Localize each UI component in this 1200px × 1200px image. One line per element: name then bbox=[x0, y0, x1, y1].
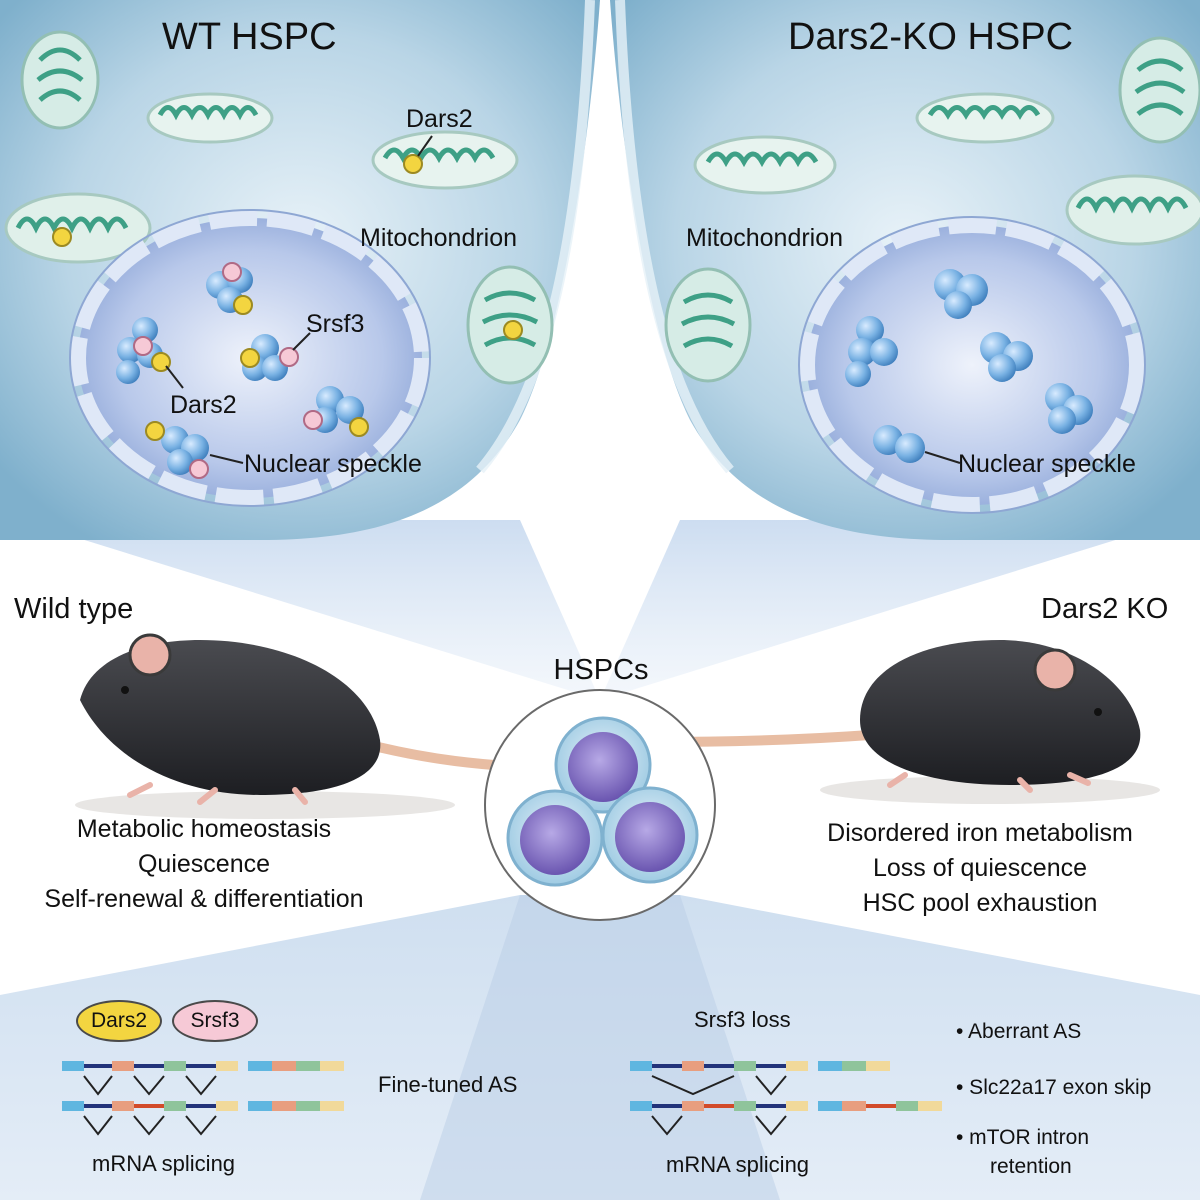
ko-hspc-panel bbox=[610, 0, 1200, 540]
consequence-item: • mTOR intron bbox=[956, 1126, 1089, 1149]
fine-tuned-as-label: Fine-tuned AS bbox=[378, 1072, 518, 1097]
mitochondrion-right-1 bbox=[1118, 36, 1200, 144]
ko-phenotype: Disordered iron metabolism bbox=[827, 819, 1133, 847]
srsf3-dots bbox=[133, 262, 323, 479]
mitochondrion-right-5 bbox=[664, 267, 752, 383]
dars2-ko-title: Dars2 KO bbox=[1041, 593, 1169, 625]
nuclear-speckle-label-ko: Nuclear speckle bbox=[958, 450, 1136, 478]
hspc-cells bbox=[484, 689, 716, 921]
mitochondrion-left-3 bbox=[371, 130, 519, 190]
mitochondrion-label-wt: Mitochondrion bbox=[360, 224, 518, 252]
dars2-dot bbox=[52, 227, 72, 247]
srsf3-loss-label: Srsf3 loss bbox=[694, 1007, 791, 1032]
mitochondrion-right-3 bbox=[693, 135, 837, 195]
zoom-beam-right bbox=[600, 520, 1180, 700]
bottom-beam bbox=[420, 895, 780, 1200]
srsf3-label: Srsf3 bbox=[306, 310, 365, 338]
dars2-legend-pill: Dars2 bbox=[76, 1000, 162, 1042]
wt-hspc-title: WT HSPC bbox=[162, 16, 337, 58]
mitochondrion-left-2 bbox=[146, 92, 274, 144]
mrna-splicing-label-ko: mRNA splicing bbox=[666, 1152, 810, 1177]
hspcs-title: HSPCs bbox=[553, 654, 649, 686]
consequence-item: • Aberrant AS bbox=[956, 1020, 1082, 1043]
ko-phenotype: Loss of quiescence bbox=[872, 854, 1088, 882]
splicing-diagram-wt bbox=[62, 1061, 344, 1136]
nuclear-speckle-cluster-ko bbox=[845, 269, 1093, 463]
mrna-splicing-label-wt: mRNA splicing bbox=[92, 1151, 236, 1176]
wild-type-mouse bbox=[75, 633, 545, 819]
splicing-diagram-ko bbox=[630, 1061, 942, 1136]
wt-hspc-panel bbox=[0, 0, 600, 540]
mitochondrion-label-ko: Mitochondrion bbox=[686, 224, 844, 252]
dars2-mito-label: Dars2 bbox=[406, 105, 473, 133]
dars2-nucleus-label: Dars2 bbox=[170, 391, 237, 419]
wt-phenotype: Self-renewal & differentiation bbox=[44, 885, 364, 913]
wt-phenotype: Metabolic homeostasis bbox=[76, 815, 332, 843]
wt-phenotypes: Metabolic homeostasis Quiescence Self-re… bbox=[44, 812, 363, 917]
srsf3-legend-pill: Srsf3 bbox=[172, 1000, 258, 1042]
wt-phenotype: Quiescence bbox=[137, 850, 271, 878]
dars2-ko-mouse bbox=[645, 640, 1160, 804]
dars2-dot bbox=[403, 154, 423, 174]
wild-type-title: Wild type bbox=[14, 593, 134, 625]
consequence-item-continuation: retention bbox=[990, 1155, 1072, 1178]
dars2-dot bbox=[503, 320, 523, 340]
zoom-beam-left bbox=[20, 520, 600, 700]
dars2-nuclear-dots bbox=[145, 295, 369, 441]
ko-consequences-list: • Aberrant AS • Slc22a17 exon skip • mTO… bbox=[956, 1017, 1151, 1181]
ko-phenotype: HSC pool exhaustion bbox=[862, 889, 1098, 917]
nuclear-speckle-label-wt: Nuclear speckle bbox=[244, 450, 422, 478]
mitochondrion-left-4 bbox=[4, 192, 152, 264]
consequence-item: • Slc22a17 exon skip bbox=[956, 1076, 1152, 1099]
mitochondrion-right-2 bbox=[915, 92, 1055, 144]
mitochondrion-right-4 bbox=[1065, 174, 1200, 246]
ko-hspc-title: Dars2-KO HSPC bbox=[788, 16, 1074, 58]
ko-phenotypes: Disordered iron metabolism Loss of quies… bbox=[827, 816, 1133, 921]
mitochondrion-left-1 bbox=[20, 30, 100, 130]
